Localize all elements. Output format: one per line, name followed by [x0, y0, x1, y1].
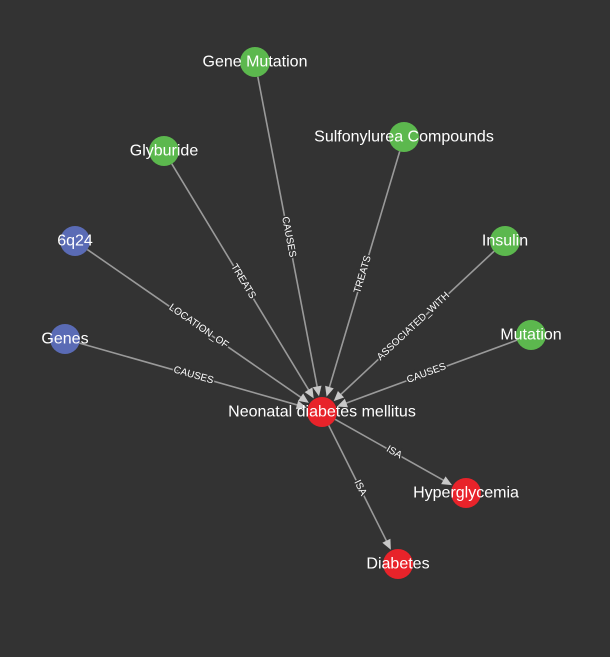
edge[interactable]	[79, 342, 307, 410]
graph-node[interactable]: Neonatal diabetes mellitus	[228, 397, 416, 427]
node-label: Genes	[41, 331, 88, 348]
edge-line	[338, 250, 495, 397]
edge[interactable]	[325, 151, 401, 397]
arrowhead-icon	[298, 393, 309, 403]
node-circle[interactable]	[149, 136, 179, 166]
edge-line	[327, 425, 388, 543]
node-label: Gene Mutation	[203, 54, 308, 71]
arrowhead-icon	[295, 400, 307, 410]
node-label: Mutation	[500, 327, 561, 344]
edge-label: LOCATION_OF	[167, 302, 231, 351]
node-label: Neonatal diabetes mellitus	[228, 404, 416, 421]
edge-line	[86, 248, 303, 399]
graph-node[interactable]: Hyperglycemia	[413, 478, 519, 508]
node-label: Diabetes	[366, 556, 429, 573]
edge[interactable]	[86, 248, 309, 403]
edge[interactable]	[337, 339, 518, 408]
node-label: Hyperglycemia	[413, 485, 519, 502]
node-circle[interactable]	[389, 122, 419, 152]
edge[interactable]	[171, 163, 314, 399]
arrowhead-icon	[441, 476, 453, 486]
arrowhead-icon	[382, 538, 391, 550]
edges-layer	[79, 76, 518, 550]
node-label: Insulin	[482, 233, 528, 250]
node-circle[interactable]	[383, 549, 413, 579]
edge-line	[344, 339, 518, 405]
edge-line	[79, 342, 300, 407]
graph-node[interactable]: 6q24	[57, 226, 93, 256]
arrowhead-icon	[304, 387, 314, 399]
node-circle[interactable]	[50, 324, 80, 354]
edge-label: ISA	[384, 444, 404, 462]
node-circle[interactable]	[60, 226, 90, 256]
graph-node[interactable]: Gene Mutation	[203, 47, 308, 77]
node-circle[interactable]	[451, 478, 481, 508]
edge-line	[328, 151, 401, 390]
edge-label: ISA	[351, 478, 368, 498]
edge-label: CAUSES	[405, 361, 448, 386]
edge[interactable]	[334, 418, 453, 486]
nodes-layer: Neonatal diabetes mellitus Gene MutationS…	[41, 47, 562, 579]
edge-label: TREATS	[228, 262, 258, 301]
arrowhead-icon	[325, 385, 334, 397]
edge-line	[257, 76, 319, 389]
edge-label: CAUSES	[279, 216, 298, 259]
graph-node[interactable]: Diabetes	[366, 549, 430, 579]
node-label: Glyburide	[130, 143, 199, 160]
edge-label: TREATS	[352, 254, 374, 295]
node-circle[interactable]	[490, 226, 520, 256]
arrowhead-icon	[337, 398, 348, 408]
edge[interactable]	[333, 250, 495, 402]
edge-line	[334, 418, 446, 482]
edge[interactable]	[327, 425, 391, 550]
graph-node[interactable]: Glyburide	[130, 136, 199, 166]
edge-label: CAUSES	[172, 365, 215, 387]
edge-line	[171, 163, 311, 392]
node-circle[interactable]	[307, 397, 337, 427]
node-label: 6q24	[57, 233, 93, 250]
node-label: Sulfonylurea Compounds	[314, 129, 494, 146]
edge[interactable]	[257, 76, 322, 397]
graph-node[interactable]: Insulin	[482, 226, 528, 256]
graph-node[interactable]: Genes	[41, 324, 89, 354]
graph-node[interactable]: Sulfonylurea Compounds	[314, 122, 494, 152]
arrowhead-icon	[312, 385, 322, 397]
edge-label: ASSOCIATED_WITH	[375, 290, 452, 363]
node-circle[interactable]	[240, 47, 270, 77]
node-circle[interactable]	[516, 320, 546, 350]
graph-node[interactable]: Mutation	[500, 320, 562, 350]
arrowhead-icon	[333, 390, 345, 402]
